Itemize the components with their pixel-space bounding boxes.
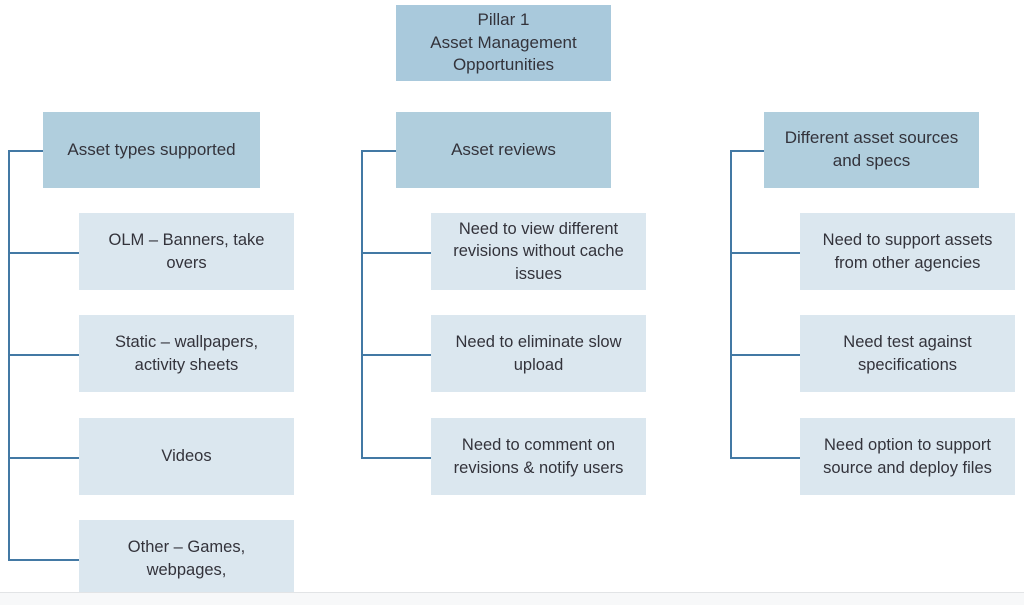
page-bottom-edge — [0, 592, 1024, 605]
leaf-box-asset-reviews-3: Need to comment on revisions & notify us… — [431, 418, 646, 495]
leaf-box-asset-types-4: Other – Games, webpages, — [79, 520, 294, 597]
leaf-box-asset-sources-2: Need test against specifications — [800, 315, 1015, 392]
connector-stub-asset-types-4 — [8, 558, 79, 561]
header-box-asset-sources: Different asset sources and specs — [764, 112, 979, 188]
connector-stub-asset-reviews-2 — [361, 353, 431, 356]
connector-stub-asset-sources-2 — [730, 353, 800, 356]
connector-stub-asset-reviews-3 — [361, 456, 431, 459]
leaf-box-asset-reviews-2: Need to eliminate slow upload — [431, 315, 646, 392]
connector-trunk-asset-sources — [730, 150, 732, 457]
connector-trunk-asset-reviews — [361, 150, 363, 457]
leaf-box-asset-sources-3: Need option to support source and deploy… — [800, 418, 1015, 495]
connector-stub-asset-types-3 — [8, 456, 79, 459]
leaf-box-asset-sources-1: Need to support assets from other agenci… — [800, 213, 1015, 290]
connector-stub-asset-sources-header — [730, 150, 764, 152]
leaf-box-asset-types-3: Videos — [79, 418, 294, 495]
connector-stub-asset-types-1 — [8, 251, 79, 254]
header-box-asset-types: Asset types supported — [43, 112, 260, 188]
title-box-pillar-1: Pillar 1 Asset Management Opportunities — [396, 5, 611, 81]
connector-stub-asset-reviews-1 — [361, 251, 431, 254]
connector-stub-asset-sources-3 — [730, 456, 800, 459]
connector-stub-asset-types-2 — [8, 353, 79, 356]
connector-stub-asset-types-header — [8, 150, 43, 152]
leaf-box-asset-reviews-1: Need to view different revisions without… — [431, 213, 646, 290]
connector-stub-asset-sources-1 — [730, 251, 800, 254]
header-box-asset-reviews: Asset reviews — [396, 112, 611, 188]
connector-stub-asset-reviews-header — [361, 150, 396, 152]
leaf-box-asset-types-2: Static – wallpapers, activity sheets — [79, 315, 294, 392]
leaf-box-asset-types-1: OLM – Banners, take overs — [79, 213, 294, 290]
